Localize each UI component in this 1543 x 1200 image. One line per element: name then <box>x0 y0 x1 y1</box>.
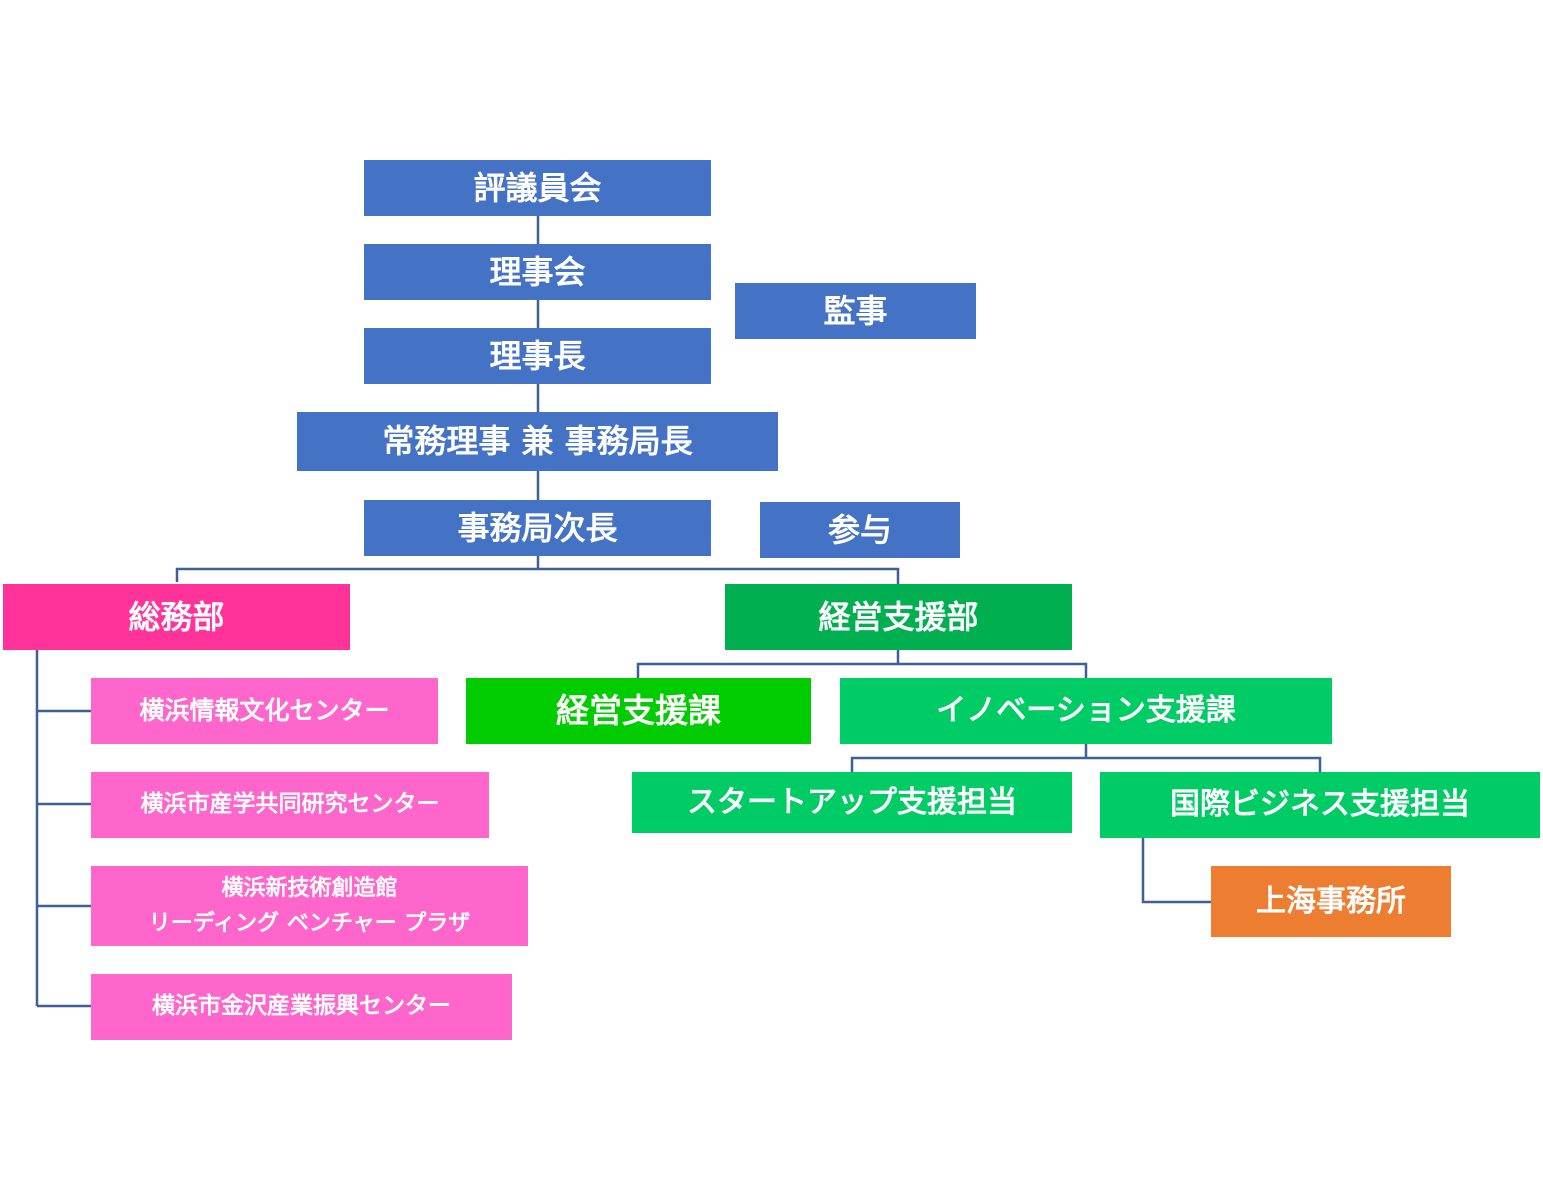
council-label: 評議員会 <box>473 168 602 207</box>
counselor-box: 参与 <box>760 502 960 558</box>
new-tech-center-box: 横浜新技術創造館 リーディング ベンチャー プラザ <box>91 866 528 946</box>
new-tech-center-label-line1: 横浜新技術創造館 <box>221 875 398 901</box>
board-label: 理事会 <box>489 252 586 291</box>
international-business-support-box: 国際ビジネス支援担当 <box>1100 772 1540 838</box>
startup-support-label: スタートアップ支援担当 <box>687 784 1017 820</box>
startup-support-box: スタートアップ支援担当 <box>632 772 1072 833</box>
innovation-support-section-label: イノベーション支援課 <box>936 693 1236 728</box>
managing-director-label: 常務理事 兼 事務局長 <box>382 422 693 461</box>
kanazawa-center-label: 横浜市金沢産業振興センター <box>152 993 451 1020</box>
deputy-secretary-box: 事務局次長 <box>364 500 711 556</box>
deputy-secretary-label: 事務局次長 <box>457 508 618 547</box>
kanazawa-center-box: 横浜市金沢産業振興センター <box>91 974 512 1040</box>
joint-research-center-label: 横浜市産学共同研究センター <box>140 791 440 818</box>
auditor-label: 監事 <box>823 291 888 330</box>
general-affairs-box: 総務部 <box>3 584 350 650</box>
shanghai-office-box: 上海事務所 <box>1211 866 1451 937</box>
business-support-dept-label: 経営支援部 <box>818 597 979 636</box>
innovation-support-section-box: イノベーション支援課 <box>840 678 1332 744</box>
chairman-box: 理事長 <box>364 328 711 384</box>
shanghai-office-label: 上海事務所 <box>1256 883 1406 919</box>
joint-research-center-box: 横浜市産学共同研究センター <box>91 772 489 838</box>
board-box: 理事会 <box>364 244 711 300</box>
council-box: 評議員会 <box>364 160 711 216</box>
chairman-label: 理事長 <box>489 336 586 375</box>
business-support-dept-box: 経営支援部 <box>725 584 1072 650</box>
managing-director-box: 常務理事 兼 事務局長 <box>297 412 778 471</box>
new-tech-center-label-line2: リーディング ベンチャー プラザ <box>148 911 471 936</box>
international-business-support-label: 国際ビジネス支援担当 <box>1170 787 1470 822</box>
counselor-label: 参与 <box>827 510 892 549</box>
info-culture-center-box: 横浜情報文化センター <box>91 678 438 744</box>
general-affairs-label: 総務部 <box>128 597 225 636</box>
business-support-section-label: 経営支援課 <box>556 691 721 731</box>
business-support-section-box: 経営支援課 <box>466 678 811 744</box>
auditor-box: 監事 <box>735 283 976 339</box>
info-culture-center-label: 横浜情報文化センター <box>139 696 390 725</box>
